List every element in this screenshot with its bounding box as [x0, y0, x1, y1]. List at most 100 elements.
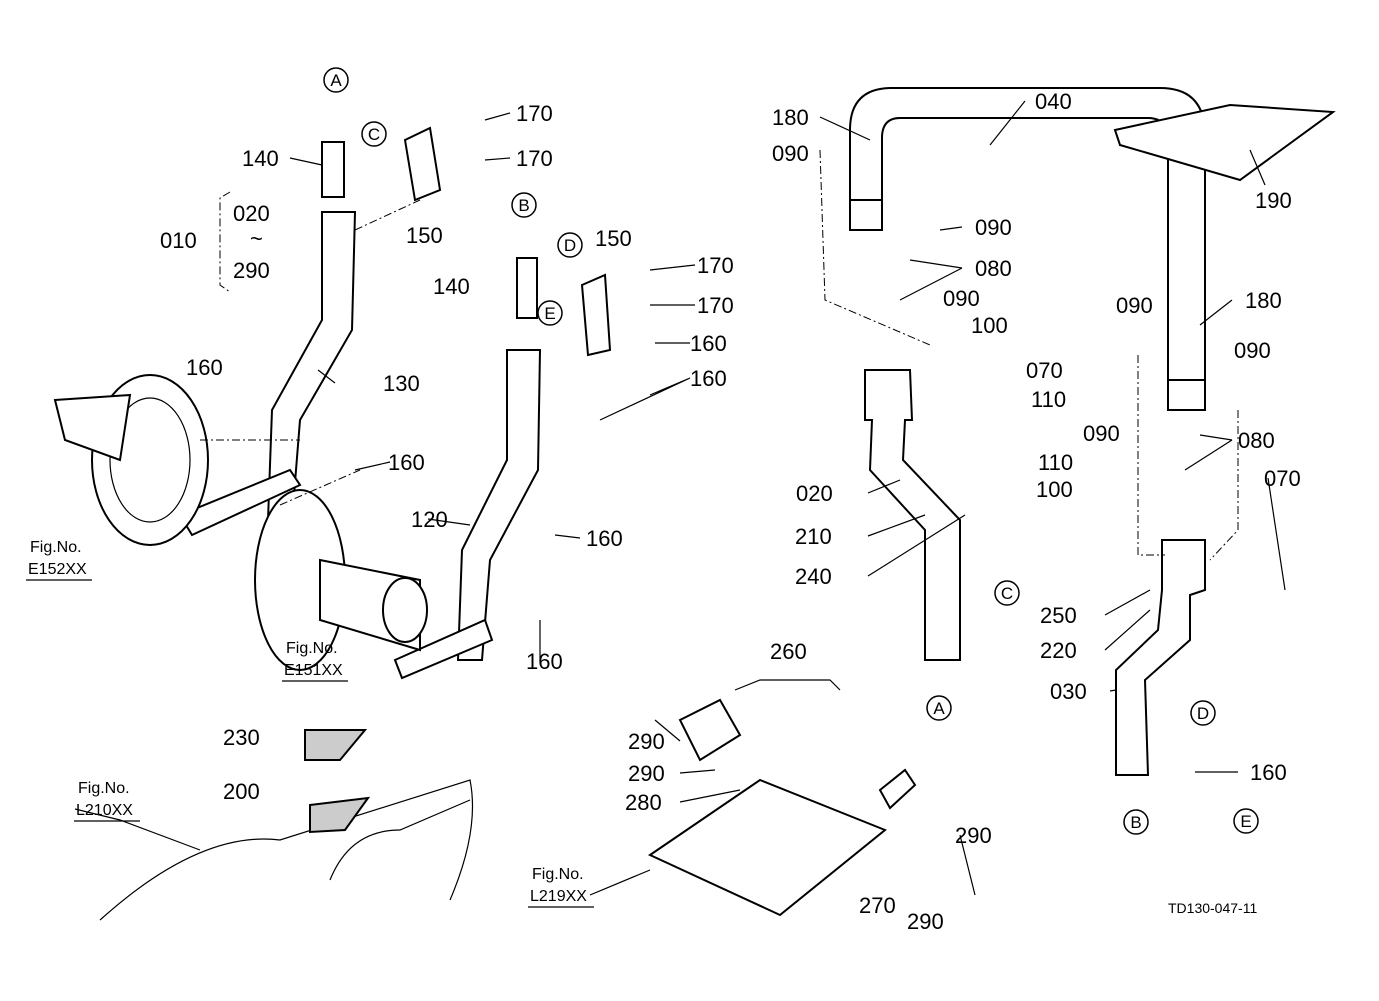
bracket-120: [393, 618, 494, 680]
callout-label-160: 160: [526, 649, 563, 674]
callout-label-160: 160: [586, 526, 623, 551]
leader-lines: [200, 149, 1239, 561]
callout-label-220: 220: [1040, 638, 1077, 663]
figure-ref-code-E151XX: E151XX: [284, 662, 343, 679]
callout-label-090: 090: [1083, 421, 1120, 446]
figure-ref-code-L210XX: L210XX: [76, 802, 133, 819]
axle-tube-e151-end: [382, 577, 428, 643]
callout-label-240: 240: [795, 564, 832, 589]
callout-label-140: 140: [433, 274, 470, 299]
drawing-number: TD130-047-11: [1168, 900, 1257, 916]
seatbelt-buckle: [878, 768, 917, 810]
rops-post-030: [1115, 539, 1206, 776]
callout-label-290: 290: [628, 729, 665, 754]
callout-label-200: 200: [223, 779, 260, 804]
reference-circle-A: [926, 695, 952, 721]
callout-label-190: 190: [1255, 188, 1292, 213]
callout-label-100: 100: [971, 313, 1008, 338]
callout-leaders: [74, 100, 1286, 896]
callout-label-110: 110: [1038, 450, 1073, 475]
callout-label-030: 030: [1050, 679, 1087, 704]
figure-ref-prefix: Fig.No.: [78, 780, 130, 797]
callout-label-150: 150: [595, 226, 632, 251]
figure-ref-prefix: Fig.No.: [30, 539, 82, 556]
rops-post-120: [456, 349, 542, 661]
reference-circle-B: [1123, 809, 1149, 835]
reference-letter-E: E: [1240, 812, 1251, 831]
callout-label-280: 280: [625, 790, 662, 815]
callout-label-120: 120: [411, 507, 448, 532]
reference-letter-A: A: [933, 699, 945, 718]
figure-ref-code-E152XX: E152XX: [28, 561, 87, 578]
plate-140-a: [321, 141, 345, 198]
callout-label-170: 170: [516, 101, 553, 126]
callout-label-170: 170: [516, 146, 553, 171]
bracket-130: [178, 468, 302, 537]
callout-label-290: 290: [233, 258, 270, 283]
plate-150-b: [580, 273, 612, 357]
callout-label-020: 020: [796, 481, 833, 506]
callout-label-090: 090: [772, 141, 809, 166]
reference-circle-E: [1233, 808, 1259, 834]
plate-140-b: [516, 257, 538, 319]
callout-label-150: 150: [406, 223, 443, 248]
callout-label-270: 270: [859, 893, 896, 918]
callout-label-020: 020: [233, 201, 270, 226]
operator-manual-190: [1113, 103, 1336, 182]
callout-label-170: 170: [697, 253, 734, 278]
reference-circle-D: [1190, 700, 1216, 726]
callout-label-110: 110: [1031, 387, 1066, 412]
callout-label-250: 250: [1040, 603, 1077, 628]
reference-letter-B: B: [518, 196, 529, 215]
callout-label-170: 170: [697, 293, 734, 318]
reference-circle-A: [323, 67, 349, 93]
figure-ref-code-L219XX: L219XX: [530, 888, 587, 905]
reference-circle-E: [537, 300, 563, 326]
reference-circle-C: [994, 580, 1020, 606]
callout-label-160: 160: [690, 366, 727, 391]
axle-housing-e152-inner: [109, 397, 191, 523]
callout-label-080: 080: [1238, 428, 1275, 453]
callout-label-180: 180: [1245, 288, 1282, 313]
callout-label-090: 090: [975, 215, 1012, 240]
figure-ref-prefix: Fig.No.: [532, 866, 584, 883]
callout-label-090: 090: [943, 286, 980, 311]
reference-letter-D: D: [564, 236, 576, 255]
callout-label-290: 290: [628, 761, 665, 786]
reference-letter-D: D: [1197, 704, 1209, 723]
reference-circle-D: [557, 232, 583, 258]
callout-label-180: 180: [772, 105, 809, 130]
axle-tube-e152: [53, 393, 132, 462]
range-bracket: [219, 191, 231, 293]
callout-layer: 1401701701500100202901501701401701601601…: [26, 67, 1301, 934]
callout-label-160: 160: [388, 450, 425, 475]
callout-label-090: 090: [1116, 293, 1153, 318]
callout-label-080: 080: [975, 256, 1012, 281]
callout-label-160: 160: [690, 331, 727, 356]
reference-letter-C: C: [1001, 584, 1013, 603]
callout-label-130: 130: [383, 371, 420, 396]
seatbelt-retractor: [678, 698, 742, 762]
reference-letter-C: C: [368, 125, 380, 144]
callout-label-230: 230: [223, 725, 260, 750]
rops-frame-lower-left: [849, 199, 883, 231]
reference-circle-C: [361, 121, 387, 147]
reference-letter-A: A: [330, 71, 342, 90]
seat-plate: [647, 778, 887, 917]
callout-label-040: 040: [1035, 89, 1072, 114]
rops-frame-lower-right: [1167, 379, 1206, 411]
decal-230: [304, 729, 368, 761]
callout-label-160: 160: [186, 355, 223, 380]
decal-200: [309, 796, 371, 834]
callout-label-070: 070: [1026, 358, 1063, 383]
callout-label-070: 070: [1264, 466, 1301, 491]
callout-label-210: 210: [795, 524, 832, 549]
fender-outline: [99, 779, 474, 921]
callout-label-290: 290: [955, 823, 992, 848]
callout-label-290: 290: [907, 909, 944, 934]
reference-circle-B: [511, 192, 537, 218]
callout-label-160: 160: [1250, 760, 1287, 785]
callout-label-100: 100: [1036, 477, 1073, 502]
callout-label-090: 090: [1234, 338, 1271, 363]
